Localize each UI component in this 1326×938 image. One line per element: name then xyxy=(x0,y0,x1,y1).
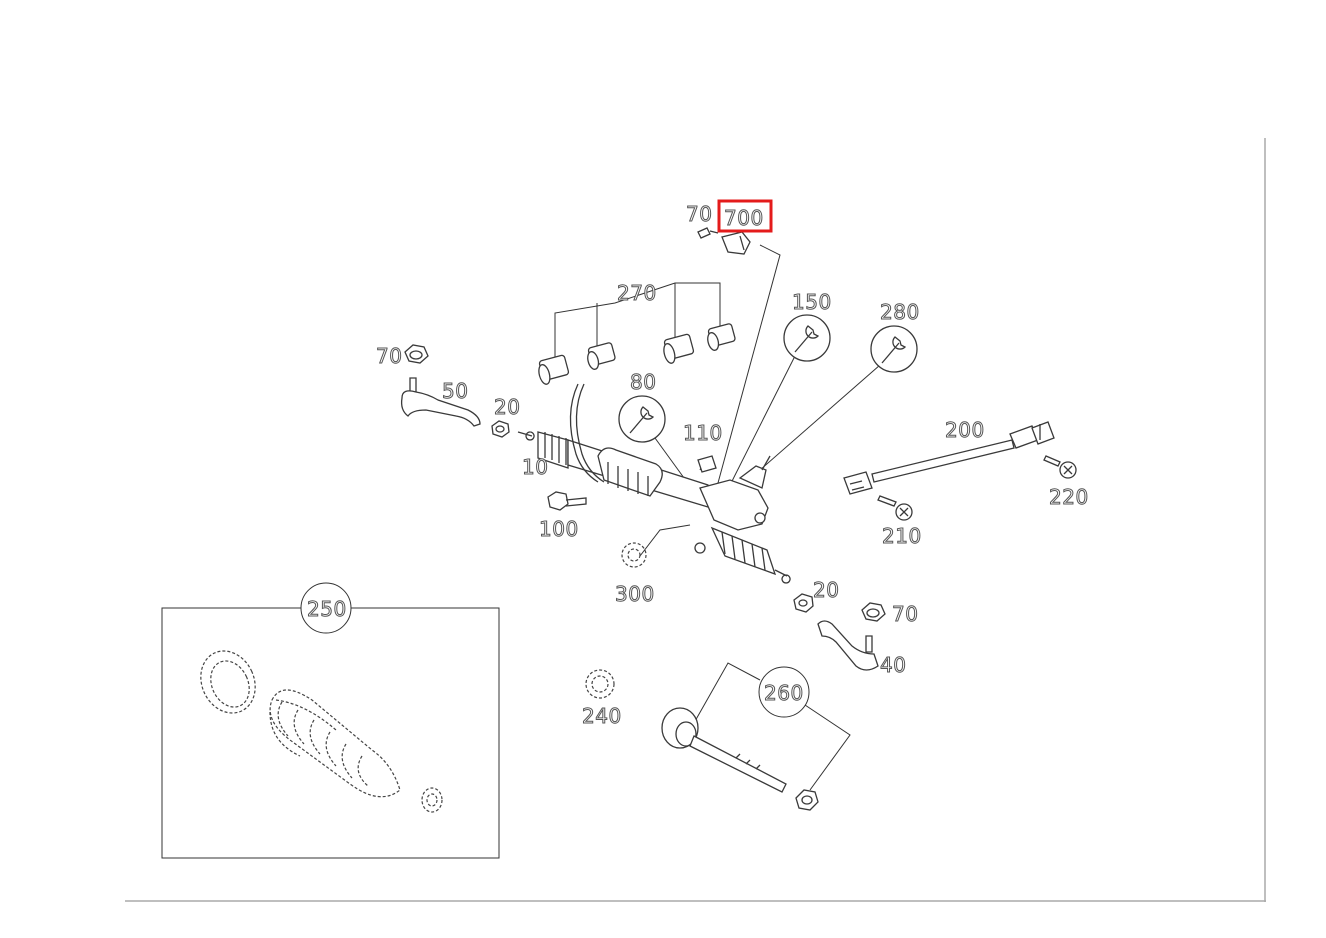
label-700: 700 xyxy=(724,206,764,230)
wrench-symbol-80 xyxy=(618,395,666,443)
label-10: 10 xyxy=(522,455,548,479)
part-270-bushings xyxy=(538,323,736,385)
part-300-cap xyxy=(621,542,647,568)
label-100: 100 xyxy=(539,517,579,541)
label-20-right: 20 xyxy=(813,578,839,602)
label-240: 240 xyxy=(582,704,622,728)
part-70-left-nut xyxy=(404,344,429,364)
label-20-left: 20 xyxy=(494,395,520,419)
part-labels: 70 700 270 150 280 70 50 20 80 110 10 10… xyxy=(307,202,1089,729)
label-280: 280 xyxy=(880,300,920,324)
label-circle-260 xyxy=(758,666,810,718)
label-300: 300 xyxy=(615,582,655,606)
part-70-right-nut xyxy=(861,602,886,622)
part-200-steering-shaft xyxy=(843,421,1055,495)
label-70-left: 70 xyxy=(376,344,402,368)
label-220: 220 xyxy=(1049,485,1089,509)
label-110: 110 xyxy=(683,421,723,445)
part-110-cap xyxy=(697,455,717,473)
part-20-right-nut xyxy=(793,593,814,613)
part-20-left-nut xyxy=(491,420,510,438)
label-210: 210 xyxy=(882,524,922,548)
part-210-bolt xyxy=(877,495,913,521)
label-200: 200 xyxy=(945,418,985,442)
label-80: 80 xyxy=(630,370,656,394)
label-40: 40 xyxy=(880,653,906,677)
label-circle-250 xyxy=(300,582,352,634)
part-220-bolt xyxy=(1043,455,1077,479)
part-10-steering-rack xyxy=(517,383,791,584)
label-70-top: 70 xyxy=(686,202,712,226)
label-50: 50 xyxy=(442,379,468,403)
wrench-symbol-280 xyxy=(870,325,918,373)
part-70-top-bolt xyxy=(697,227,719,239)
label-270: 270 xyxy=(617,281,657,305)
part-260-inner-tie-rod xyxy=(661,707,819,811)
part-50-tie-rod-end-left xyxy=(400,377,481,427)
part-240-ring xyxy=(585,669,615,699)
part-700-clip xyxy=(721,231,751,255)
highlight-box-700[interactable] xyxy=(717,199,773,233)
inset-250-boot-kit xyxy=(161,607,500,859)
label-260: 260 xyxy=(764,681,804,705)
leader-lines xyxy=(554,244,881,791)
part-100-bolt xyxy=(547,491,587,511)
label-250: 250 xyxy=(307,597,347,621)
label-70-right: 70 xyxy=(892,602,918,626)
part-40-tie-rod-end-right xyxy=(817,620,879,671)
label-150: 150 xyxy=(792,290,832,314)
wrench-symbol-150 xyxy=(783,314,831,362)
